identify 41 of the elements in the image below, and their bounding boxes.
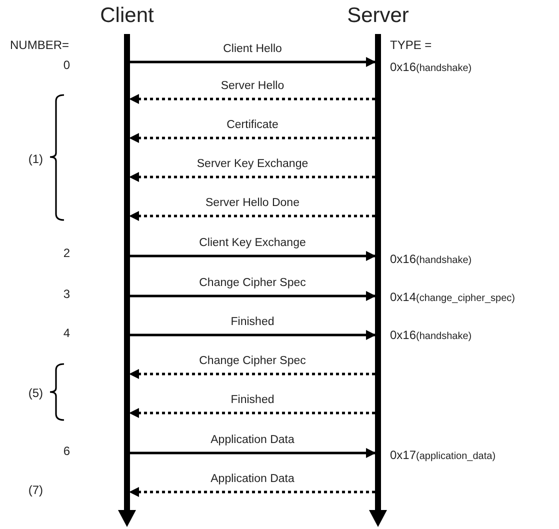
sequence-number: (5): [28, 386, 43, 400]
message-label: Certificate: [226, 118, 278, 132]
message-label: Change Cipher Spec: [199, 276, 306, 290]
sequence-number: 3: [63, 287, 70, 301]
dashed-arrow: [129, 369, 375, 379]
record-type: 0x17(application_data): [390, 448, 496, 464]
record-type: 0x14(change_cipher_spec): [390, 290, 515, 306]
message-label: Server Hello Done: [206, 196, 300, 210]
dashed-arrow: [129, 172, 375, 182]
column-heading: NUMBER=: [10, 38, 70, 52]
message-label: Finished: [230, 393, 274, 407]
dashed-arrow: [129, 133, 375, 143]
arrow: [130, 57, 376, 67]
dashed-arrow: [129, 94, 375, 104]
sequence-number: 4: [63, 326, 70, 340]
message-label: Server Hello: [220, 79, 284, 93]
message-label: Application Data: [210, 433, 294, 447]
sequence-number: (1): [28, 152, 43, 166]
message-label: Change Cipher Spec: [199, 354, 306, 368]
arrow: [130, 291, 376, 301]
message-label: Application Data: [210, 472, 294, 486]
sequence-number: (7): [28, 483, 43, 497]
arrow: [130, 330, 376, 340]
message-label: Server Key Exchange: [196, 157, 308, 171]
lifeline-heading: Client: [99, 4, 155, 28]
record-type: 0x16(handshake): [390, 60, 472, 76]
record-type: 0x16(handshake): [390, 328, 472, 344]
sequence-number: 2: [63, 246, 70, 260]
lifeline-heading: Server: [346, 4, 410, 28]
sequence-number: 6: [63, 444, 70, 458]
column-heading: TYPE =: [390, 38, 432, 52]
dashed-arrow: [129, 408, 375, 418]
arrow: [130, 251, 376, 261]
message-label: Client Key Exchange: [199, 236, 306, 250]
message-label: Client Hello: [223, 42, 282, 56]
sequence-number: 0: [63, 58, 70, 72]
record-type: 0x16(handshake): [390, 252, 472, 268]
arrow: [130, 448, 376, 458]
dashed-arrow: [129, 211, 375, 221]
dashed-arrow: [129, 487, 375, 497]
message-label: Finished: [230, 315, 274, 329]
